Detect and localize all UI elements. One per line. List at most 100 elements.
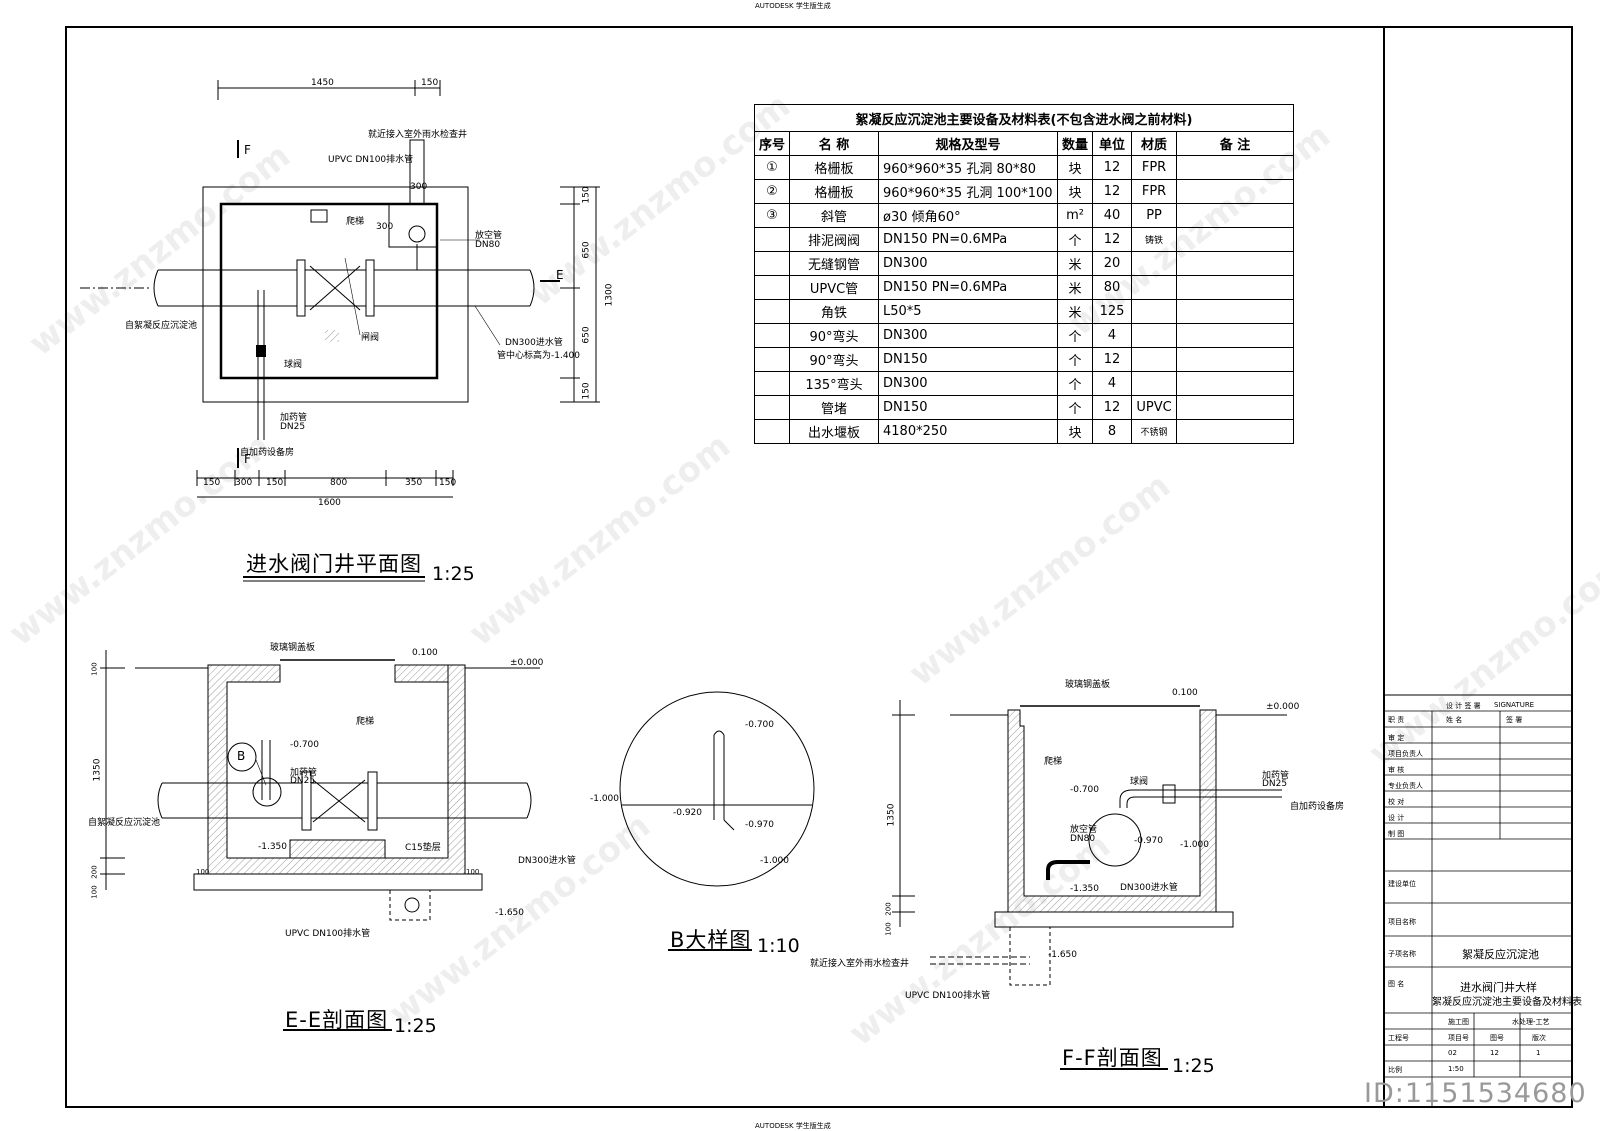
ee-cover: 玻璃钢盖板 <box>270 643 316 653</box>
cell <box>1176 419 1294 444</box>
ff-cover-elev: 0.100 <box>1172 688 1198 698</box>
plan-section-f-bottom: F <box>244 452 251 466</box>
cell: 135°弯头 <box>789 371 880 396</box>
cell <box>1131 323 1178 348</box>
cell: 4 <box>1092 323 1133 348</box>
cell: DN300 <box>878 371 1059 396</box>
ff-dosing-pipe: 加药管 <box>1262 771 1290 781</box>
ee-ground-elev: ±0.000 <box>510 658 544 668</box>
ff-title: F-F剖面图 <box>1062 1046 1163 1070</box>
section-ff-view <box>892 700 1287 986</box>
plan-dim-b4: 800 <box>330 478 348 488</box>
cell: 12 <box>1092 179 1133 204</box>
cell: 20 <box>1092 251 1133 276</box>
ee-elev-165: -1.650 <box>495 908 525 918</box>
header-cell: 名 称 <box>789 131 880 156</box>
plan-dim-b1: 150 <box>203 478 221 488</box>
ee-dim-100: 100 <box>90 662 99 676</box>
cell <box>1176 371 1294 396</box>
ee-elev-070: -0.700 <box>290 740 320 750</box>
tb-role: 项目负责人 <box>1388 750 1423 758</box>
b-elev-1: -0.700 <box>745 720 775 730</box>
plan-from-tank: 自絮凝反应沉淀池 <box>125 321 198 331</box>
autodesk-bottom: AUTODESK 学生版生成 <box>755 1122 831 1130</box>
cell: ③ <box>753 203 791 228</box>
tb-sign-header: 设 计 签 署 <box>1446 702 1481 710</box>
cell: 4180*250 <box>878 419 1059 444</box>
cell <box>753 251 791 276</box>
cell: 米 <box>1057 251 1094 276</box>
tb-role: 审 核 <box>1388 766 1405 774</box>
cell: 8 <box>1092 419 1133 444</box>
plan-section-f-top: F <box>244 143 251 157</box>
cell: DN300 <box>878 323 1059 348</box>
cell <box>1176 323 1294 348</box>
ff-ladder: 爬梯 <box>1044 757 1063 767</box>
cell: 角铁 <box>789 299 880 324</box>
cell: 格栅板 <box>789 179 880 204</box>
ee-detail-b-marker: B <box>237 749 246 763</box>
ee-elev-135: -1.350 <box>258 842 288 852</box>
ff-scale: 1:25 <box>1172 1055 1215 1077</box>
cell: 排泥阀阀 <box>789 227 880 252</box>
ff-vent-dn: DN80 <box>1070 834 1096 844</box>
plan-dim-r4: 650 <box>581 326 592 344</box>
cell: 铸铁 <box>1131 227 1178 252</box>
plan-dim-b2: 300 <box>235 478 253 488</box>
cell <box>1176 299 1294 324</box>
ff-vent: 放空管 <box>1070 825 1098 835</box>
ee-dim-100d: 100 <box>466 868 480 876</box>
tb-item-no: 项目号 <box>1448 1034 1469 1042</box>
cell: PP <box>1131 203 1178 228</box>
tb-col-sign: 签 署 <box>1506 716 1523 724</box>
cell: UPVC <box>1131 395 1178 420</box>
header-cell: 备 注 <box>1176 131 1294 156</box>
ee-dim-1350: 1350 <box>92 758 103 782</box>
ff-drain-pipe: UPVC DN100排水管 <box>905 991 991 1001</box>
cell <box>1176 251 1294 276</box>
cell <box>1176 203 1294 228</box>
plan-dim-300b: 300 <box>376 222 394 232</box>
cell: 无缝钢管 <box>789 251 880 276</box>
cell: DN150 PN=0.6MPa <box>878 227 1059 252</box>
tb-drawing-value-1: 进水阀门井大样 <box>1460 981 1537 994</box>
cell: 不锈钢 <box>1131 419 1178 444</box>
cell: 米 <box>1057 299 1094 324</box>
cell: FPR <box>1131 179 1178 204</box>
cell: 4 <box>1092 371 1133 396</box>
b-title: B大样图 <box>670 928 752 952</box>
cell <box>753 299 791 324</box>
tb-rev: 版次 <box>1532 1034 1546 1042</box>
cell: 个 <box>1057 371 1094 396</box>
cell: 斜管 <box>789 203 880 228</box>
cell: 125 <box>1092 299 1133 324</box>
tb-drawing-value-2: 絮凝反应沉淀池主要设备及材料表 <box>1432 997 1582 1008</box>
cell <box>1176 347 1294 372</box>
b-elev-3: -0.970 <box>745 820 775 830</box>
plan-dosing-room: 自加药设备房 <box>240 448 295 458</box>
cell: DN150 <box>878 395 1059 420</box>
cell <box>1131 299 1178 324</box>
cell: 12 <box>1092 347 1133 372</box>
tb-dwg-no: 图号 <box>1490 1034 1504 1042</box>
cell: 出水堰板 <box>789 419 880 444</box>
tb-role: 专业负责人 <box>1388 782 1423 790</box>
plan-pipe-elev: 管中心标高为-1.400 <box>497 351 581 361</box>
cell: 90°弯头 <box>789 323 880 348</box>
plan-dim-r3: 1300 <box>604 283 615 307</box>
tb-discipline: 水处理-工艺 <box>1512 1018 1550 1026</box>
cell: 960*960*35 孔洞 80*80 <box>878 155 1059 180</box>
cell <box>1131 251 1178 276</box>
ff-dosing-room: 自加药设备房 <box>1290 802 1345 812</box>
ff-dim-1350: 1350 <box>886 803 897 827</box>
materials-table: 絮凝反应沉淀池主要设备及材料表(不包含进水阀之前材料) 序号 名 称 规格及型号… <box>753 104 1294 444</box>
sheet-frame <box>65 26 1573 1108</box>
ee-dim-100b: 100 <box>90 885 99 899</box>
plan-inlet-pipe: DN300进水管 <box>505 338 563 348</box>
ff-elev-165: -1.650 <box>1048 950 1078 960</box>
cell <box>753 395 791 420</box>
